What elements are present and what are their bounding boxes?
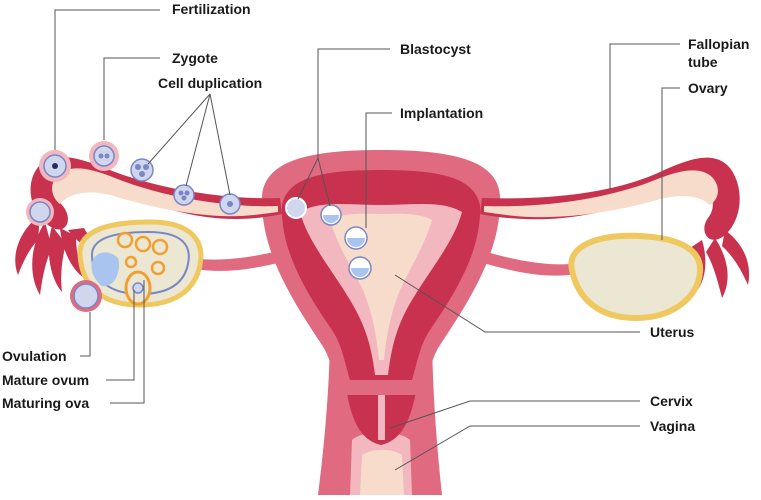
label-maturing-ova: Maturing ova: [2, 395, 89, 411]
leader-blastocyst: [317, 48, 390, 158]
dividing-cell-1: [130, 158, 154, 182]
leader-uterus: [394, 274, 640, 333]
egg-in-tube: [26, 198, 54, 226]
label-mature-ovum: Mature ovum: [2, 372, 89, 388]
leader-ovary: [661, 87, 680, 240]
mature-follicle: [124, 270, 152, 306]
leader-blastocyst-2: [297, 157, 319, 200]
blastocyst-cell-2: [320, 204, 342, 226]
implanting-blastocyst-2: [348, 256, 372, 280]
left-fimbriae: [15, 215, 108, 295]
corpus-luteum: [91, 252, 120, 287]
vaginal-canal-inner: [360, 449, 404, 495]
leader-mature-ovum: [106, 290, 135, 381]
label-cervix: Cervix: [650, 393, 693, 409]
leader-maturing-ova: [110, 280, 145, 404]
label-zygote: Zygote: [172, 50, 218, 66]
leader-zygote: [103, 57, 160, 140]
leader-cell-duplication-1: [147, 93, 211, 165]
leader-implantation: [365, 112, 392, 228]
dividing-cell-3: [219, 193, 241, 215]
leader-cell-duplication-3: [209, 93, 231, 196]
right-ovary: [568, 232, 704, 322]
label-ovary: Ovary: [688, 80, 728, 96]
label-ovulation: Ovulation: [2, 348, 67, 364]
fertilized-egg: [39, 150, 71, 182]
leader-cell-duplication-2: [185, 93, 211, 187]
label-uterus: Uterus: [650, 324, 695, 340]
label-blastocyst: Blastocyst: [400, 41, 471, 57]
maturing-follicles: [116, 231, 169, 276]
leader-fertilization: [54, 9, 160, 150]
label-implantation: Implantation: [400, 105, 483, 121]
leader-blastocyst-3: [317, 157, 331, 207]
leader-cervix: [389, 400, 640, 429]
ovulated-egg: [70, 280, 102, 312]
endometrium: [330, 213, 432, 360]
label-fallopian-tube-line2: tube: [688, 54, 718, 70]
leader-ovulation: [80, 312, 91, 357]
leader-lines: [54, 9, 680, 471]
implanting-blastocyst-1: [344, 226, 368, 250]
zygote-cell: [89, 141, 119, 171]
left-ovarian-ligament: [190, 250, 282, 271]
right-tube-lumen: [484, 170, 718, 218]
label-cell-duplication: Cell duplication: [158, 75, 262, 91]
leader-vagina: [394, 425, 640, 471]
label-fallopian-tube-line1: Fallopian: [688, 36, 749, 52]
leader-fallopian-tube: [609, 43, 680, 190]
label-vagina: Vagina: [650, 418, 695, 434]
dividing-cell-2: [173, 184, 195, 206]
label-fertilization: Fertilization: [172, 1, 251, 17]
blastocyst-cell-1: [285, 197, 307, 219]
right-ovarian-ligament: [480, 250, 585, 276]
